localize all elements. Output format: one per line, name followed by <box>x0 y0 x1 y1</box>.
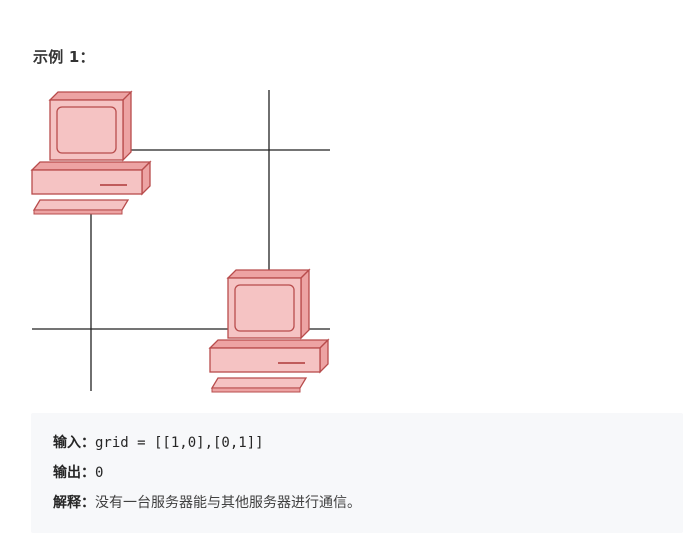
example-heading: 示例 1： <box>33 46 95 67</box>
explanation-line: 解释：没有一台服务器能与其他服务器进行通信。 <box>53 493 361 513</box>
computer-icon <box>210 270 328 392</box>
input-value: grid = [[1,0],[0,1]] <box>95 435 264 451</box>
output-label: 输出： <box>53 465 95 481</box>
input-label: 输入： <box>53 435 95 451</box>
explanation-value: 没有一台服务器能与其他服务器进行通信。 <box>95 495 361 511</box>
server-grid-figure <box>0 80 360 405</box>
explanation-label: 解释： <box>53 495 95 511</box>
input-line: 输入：grid = [[1,0],[0,1]] <box>53 433 264 453</box>
example-block: 输入：grid = [[1,0],[0,1]] 输出：0 解释：没有一台服务器能… <box>31 413 683 533</box>
computer-icon <box>32 92 150 214</box>
output-value: 0 <box>95 465 103 481</box>
output-line: 输出：0 <box>53 463 103 483</box>
